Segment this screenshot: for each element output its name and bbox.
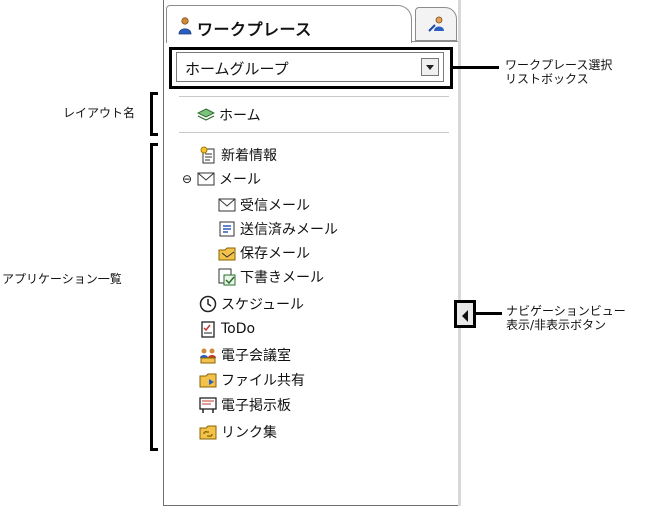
app-item-schedule[interactable]: スケジュール (199, 293, 304, 315)
callout-leader (453, 66, 499, 69)
app-item-mail[interactable]: ⊖ メール (182, 168, 261, 190)
inbox-mail-icon (218, 196, 236, 214)
tab-bar: ワークプレース (164, 0, 459, 43)
clock-icon (199, 295, 217, 313)
meeting-room-icon (199, 346, 217, 364)
app-item-label: 受信メール (240, 198, 310, 214)
todo-icon (199, 320, 217, 338)
person-icon (177, 17, 193, 39)
app-item-todo[interactable]: ToDo (199, 318, 255, 340)
callout-leader (476, 312, 502, 315)
app-item-label: 電子掲示板 (221, 398, 291, 414)
callout-workplace-select: ワークプレース選択 リストボックス (505, 58, 613, 86)
layers-icon (197, 106, 215, 124)
tab-workplace-label: ワークプレース (197, 20, 312, 39)
app-item-label: 電子会議室 (221, 348, 291, 364)
app-item-label: ToDo (221, 321, 256, 337)
app-item-label: メール (219, 172, 261, 188)
saved-mail-icon (218, 244, 236, 262)
app-item-label: ファイル共有 (221, 373, 305, 389)
app-item-sent[interactable]: 送信済みメール (218, 218, 338, 240)
chevron-down-icon[interactable] (421, 58, 439, 76)
app-item-saved[interactable]: 保存メール (218, 242, 310, 264)
workplace-select[interactable]: ホームグループ (176, 52, 444, 82)
callout-highlight-select (169, 47, 453, 89)
callout-layout-name: レイアウト名 (63, 106, 136, 120)
app-item-label: 下書きメール (240, 270, 324, 286)
app-item-inbox[interactable]: 受信メール (218, 194, 310, 216)
person-chart-icon (428, 15, 446, 37)
divider (179, 96, 449, 97)
app-item-label: スケジュール (221, 297, 305, 313)
app-item-label: 送信済みメール (240, 222, 338, 238)
draft-mail-icon (218, 268, 236, 286)
app-item-label: リンク集 (221, 425, 277, 441)
callout-bracket-apps (150, 143, 158, 451)
app-item-file-share[interactable]: ファイル共有 (199, 369, 305, 391)
tab-workplace[interactable]: ワークプレース (166, 5, 412, 43)
mail-icon (197, 170, 215, 188)
app-item-label: 保存メール (240, 246, 310, 262)
app-item-meeting-room[interactable]: 電子会議室 (199, 344, 291, 366)
app-item-links[interactable]: リンク集 (199, 421, 277, 443)
tab-secondary[interactable] (415, 7, 457, 41)
file-share-icon (199, 371, 217, 389)
navigation-panel: ワークプレース ホームグループ ホーム (163, 0, 460, 506)
app-item-new-info[interactable]: 新着情報 (199, 144, 277, 166)
layout-item-home[interactable]: ホーム (197, 104, 261, 126)
callout-app-list: アプリケーション一覧 (2, 272, 122, 286)
sent-mail-icon (218, 220, 236, 238)
collapse-icon[interactable]: ⊖ (182, 172, 193, 186)
workplace-select-value: ホームグループ (185, 60, 289, 78)
bulletin-board-icon (199, 396, 217, 414)
app-item-bulletin-board[interactable]: 電子掲示板 (199, 394, 291, 416)
callout-nav-view-toggle: ナビゲーションビュー 表示/非表示ボタン (506, 304, 626, 332)
layout-item-label: ホーム (219, 108, 261, 124)
new-info-icon (199, 146, 217, 164)
callout-bracket-layout (150, 92, 158, 136)
app-item-draft[interactable]: 下書きメール (218, 266, 324, 288)
app-item-label: 新着情報 (221, 148, 277, 164)
navigation-view-toggle-button[interactable] (454, 300, 476, 328)
navigation-view-edge (458, 0, 461, 506)
divider (179, 132, 449, 133)
links-folder-icon (199, 423, 217, 441)
